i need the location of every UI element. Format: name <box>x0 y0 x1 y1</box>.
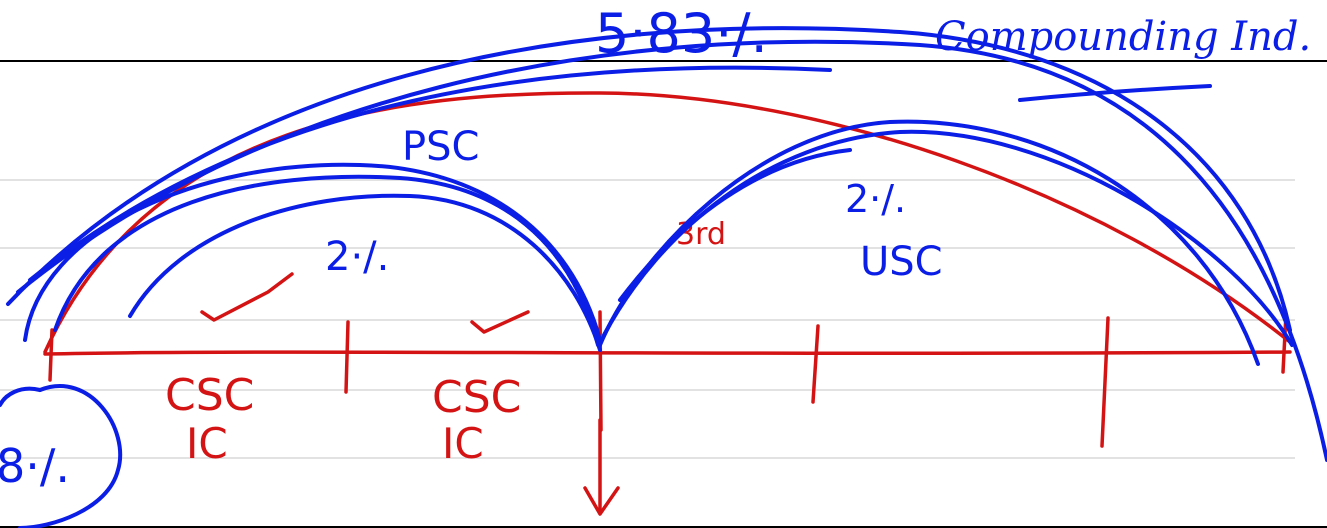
tick-mark <box>344 320 350 394</box>
left-hump-arc <box>23 162 602 342</box>
large-red-arc <box>43 91 1292 354</box>
page-border <box>0 60 1327 528</box>
tick-mark <box>598 310 603 432</box>
check-mark <box>470 310 530 334</box>
top-percent-label: 5·83·/. <box>595 2 768 65</box>
ic-mid-label: IC <box>442 419 484 468</box>
psc-label: PSC <box>402 124 479 170</box>
check-mark <box>200 272 294 322</box>
left-two-percent-label: 2·/. <box>325 234 389 280</box>
left-hump-arc <box>53 174 600 347</box>
ic-left-label: IC <box>186 419 228 468</box>
percent-circle <box>0 386 42 407</box>
tick-mark <box>811 324 820 404</box>
csc-left-label: CSC <box>165 370 254 421</box>
top-right-words-label: Compounding Ind. <box>935 14 1311 60</box>
left-hump-arc <box>128 193 602 352</box>
percent-circle <box>18 384 122 528</box>
outer-blue-arc <box>6 26 1292 332</box>
tick-mark <box>1100 316 1110 448</box>
outer-blue-arc <box>28 65 832 282</box>
third-label: 3rd <box>676 217 726 252</box>
usc-label: USC <box>860 239 943 285</box>
timeline-axis <box>43 350 1292 356</box>
right-hump-arc <box>618 148 852 302</box>
csc-mid-label: CSC <box>432 372 521 423</box>
underline-stroke <box>1018 84 1212 102</box>
red-ink-group: CSC IC CSC IC 3rd <box>43 91 1292 516</box>
eight-percent-label: 8·/. <box>0 439 70 493</box>
down-arrow-head <box>583 486 620 516</box>
right-two-percent-label: 2·/. <box>845 177 906 221</box>
